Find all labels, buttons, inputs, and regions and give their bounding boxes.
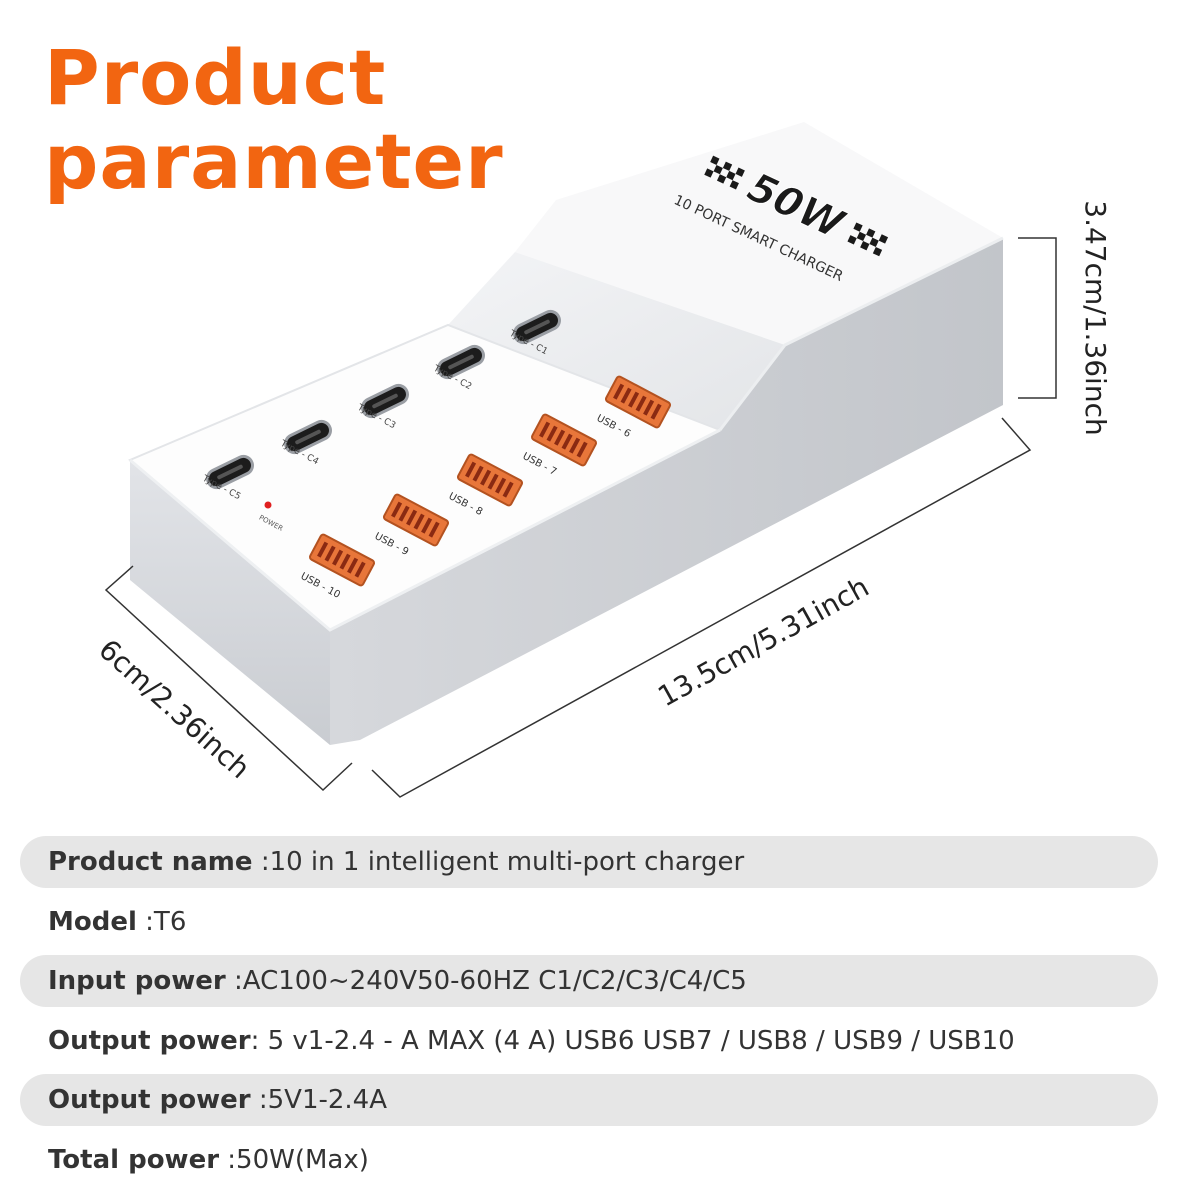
typec-port-5 (206, 454, 254, 490)
spec-row-input-power: Input power :AC100~240V50-60HZ C1/C2/C3/… (20, 955, 1158, 1007)
spec-row-total-power: Total power :50W(Max) (20, 1134, 1158, 1186)
usb-port-6 (604, 375, 672, 429)
charger-slope (448, 252, 785, 430)
charger-rear-top (515, 122, 1003, 345)
spec-label: Product name (48, 847, 253, 877)
spec-row-output-power-usb: Output power: 5 v1-2.4 - A MAX (4 A) USB… (20, 1015, 1158, 1067)
typec-port-2 (437, 344, 485, 380)
spec-label: Total power (48, 1144, 220, 1175)
typec-port-4 (284, 419, 332, 455)
dimension-height-label: 3.47cm/1.36inch (1079, 200, 1112, 435)
checker-decoration-right (847, 222, 889, 257)
usb-port-9 (382, 493, 450, 547)
spec-row-output-power: Output power :5V1-2.4A (20, 1074, 1158, 1126)
spec-value: :10 in 1 intelligent multi-port charger (260, 847, 745, 877)
spec-row-model: Model :T6 (20, 896, 1158, 948)
spec-value: :50W(Max) (227, 1144, 369, 1175)
spec-value: :T6 (145, 906, 187, 937)
spec-value: : 5 v1-2.4 - A MAX (4 A) USB6 USB7 / USB… (250, 1025, 1015, 1056)
usb-port-10 (308, 533, 376, 587)
spec-value: :AC100~240V50-60HZ C1/C2/C3/C4/C5 (234, 966, 747, 996)
dimension-height: 3.47cm/1.36inch (1018, 200, 1112, 436)
dimension-length-label: 13.5cm/5.31inch (652, 570, 874, 713)
spec-label: Output power (48, 1025, 251, 1056)
typec-port-1 (513, 309, 561, 345)
spec-label: Input power (48, 966, 226, 996)
page-title: Product parameter (44, 36, 504, 204)
product-figure: 50W 10 PORT SMART CHARGER POWER Type - C… (92, 122, 1112, 798)
title-line-1: Product (44, 33, 387, 122)
charger-side-face (330, 238, 1003, 745)
checker-decoration-left (704, 155, 745, 190)
usb-port-8 (456, 453, 524, 507)
spec-label: Model (48, 906, 137, 937)
charger-front-face (130, 460, 330, 745)
spec-value: :5V1-2.4A (258, 1085, 388, 1115)
charger-body (128, 122, 1004, 745)
usb-port-7 (530, 413, 598, 467)
spec-row-product-name: Product name :10 in 1 intelligent multi-… (20, 836, 1158, 888)
spec-label: Output power (48, 1085, 251, 1115)
power-led (264, 501, 272, 509)
typec-port-3 (361, 383, 409, 419)
spec-list: Product name :10 in 1 intelligent multi-… (20, 836, 1158, 1193)
title-line-2: parameter (44, 117, 504, 206)
